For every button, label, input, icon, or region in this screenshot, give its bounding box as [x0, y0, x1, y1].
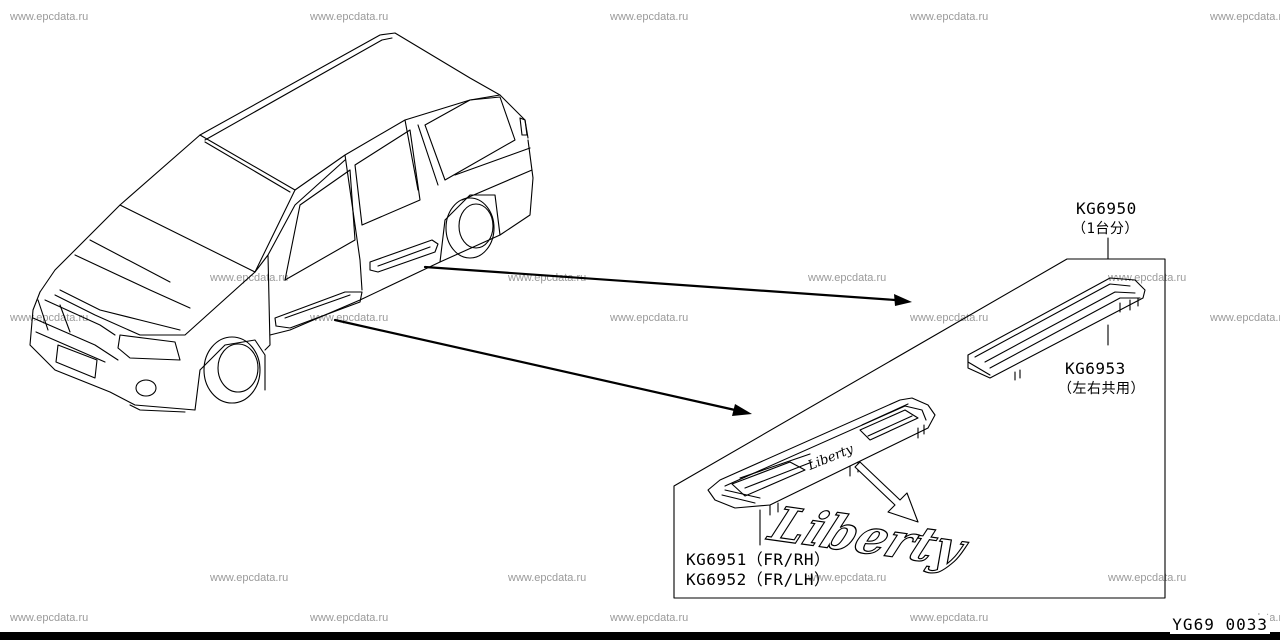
watermark: www.epcdata.ru	[310, 312, 389, 324]
watermark: www.epcdata.ru	[808, 572, 887, 584]
part-number-rear: KG6953	[1065, 359, 1126, 378]
watermark: www.epcdata.ru	[1210, 312, 1280, 324]
watermark: www.epcdata.ru	[508, 572, 587, 584]
watermark: www.epcdata.ru	[310, 11, 389, 23]
bottom-border	[0, 632, 1280, 640]
watermark: www.epcdata.ru	[10, 612, 89, 624]
detail-frame	[673, 258, 1166, 599]
watermark: www.epcdata.ru	[910, 612, 989, 624]
part-note-rear: （左右共用）	[1058, 381, 1145, 397]
watermark: www.epcdata.ru	[10, 11, 89, 23]
watermark: www.epcdata.ru	[610, 312, 689, 324]
watermark: www.epcdata.ru	[1210, 11, 1280, 23]
emblem-text: Liberty	[760, 496, 978, 578]
callout-arrows	[333, 265, 897, 412]
rear-scuff-plate	[967, 277, 1146, 381]
watermark: www.epcdata.ru	[1108, 272, 1187, 284]
watermark: www.epcdata.ru	[210, 572, 289, 584]
part-note-set: （1台分）	[1072, 221, 1139, 237]
part-number-front-lh: KG6952（FR/LH）	[686, 570, 831, 589]
vehicle-illustration	[29, 32, 534, 413]
watermark: www.epcdata.ru	[1108, 572, 1187, 584]
front-scuff-plate	[707, 397, 936, 546]
watermark: www.epcdata.ru	[610, 612, 689, 624]
watermark: www.epcdata.ru	[310, 612, 389, 624]
part-number-front-rh: KG6951（FR/RH）	[686, 550, 831, 569]
watermark: www.epcdata.ru	[910, 11, 989, 23]
watermark: www.epcdata.ru	[808, 272, 887, 284]
part-number-set: KG6950	[1076, 199, 1137, 218]
diagram-code: YG69 0033	[1170, 615, 1270, 634]
watermark: www.epcdata.ru	[910, 312, 989, 324]
watermark: www.epcdata.ru	[610, 11, 689, 23]
watermark: www.epcdata.ru	[10, 312, 89, 324]
